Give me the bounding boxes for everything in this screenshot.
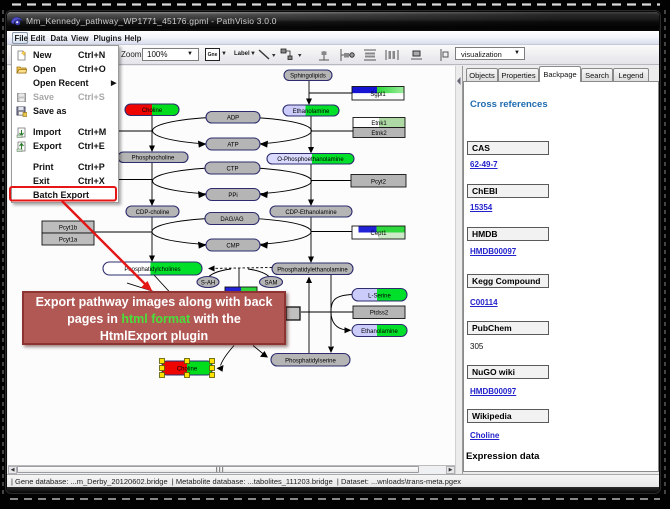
svg-text:CTP: CTP <box>227 167 239 173</box>
svg-text:O-Phosphoethanolamine: O-Phosphoethanolamine <box>277 157 344 163</box>
svg-text:Sphingolipids: Sphingolipids <box>290 74 326 80</box>
svg-text:Pcyt1b: Pcyt1b <box>59 226 78 232</box>
svg-text:ATP: ATP <box>227 143 238 149</box>
svg-text:S-AH: S-AH <box>201 281 215 287</box>
svg-text:Phosphatidylethanolamine: Phosphatidylethanolamine <box>277 268 348 274</box>
svg-text:Etnk2: Etnk2 <box>371 131 387 137</box>
svg-text:Choline: Choline <box>177 367 198 373</box>
svg-text:L-Serine: L-Serine <box>368 294 391 300</box>
svg-text:CMP: CMP <box>226 244 239 250</box>
svg-text:DAG/AG: DAG/AG <box>220 217 244 223</box>
svg-text:Ptdss2: Ptdss2 <box>370 311 389 317</box>
svg-text:Ethanolamine: Ethanolamine <box>361 329 398 335</box>
svg-text:CDP-choline: CDP-choline <box>136 210 170 216</box>
svg-text:Ethanolamine: Ethanolamine <box>293 109 330 115</box>
svg-text:SAM: SAM <box>264 281 277 287</box>
svg-text:CDP-Ethanolamine: CDP-Ethanolamine <box>285 210 337 216</box>
svg-text:ADP: ADP <box>227 116 239 122</box>
svg-text:Choline: Choline <box>142 108 163 114</box>
svg-text:Etnk1: Etnk1 <box>371 121 387 127</box>
svg-text:Cept1: Cept1 <box>370 231 387 237</box>
svg-text:Phosphocholine: Phosphocholine <box>132 156 175 162</box>
svg-text:PPi: PPi <box>228 193 237 199</box>
svg-text:Sgpl1: Sgpl1 <box>370 92 386 98</box>
svg-text:Pcyt2: Pcyt2 <box>371 180 387 186</box>
svg-text:Phosphatidylcholines: Phosphatidylcholines <box>124 267 180 273</box>
svg-text:Phosphatidylserine: Phosphatidylserine <box>285 359 336 365</box>
svg-text:Pcyt1a: Pcyt1a <box>59 238 78 244</box>
